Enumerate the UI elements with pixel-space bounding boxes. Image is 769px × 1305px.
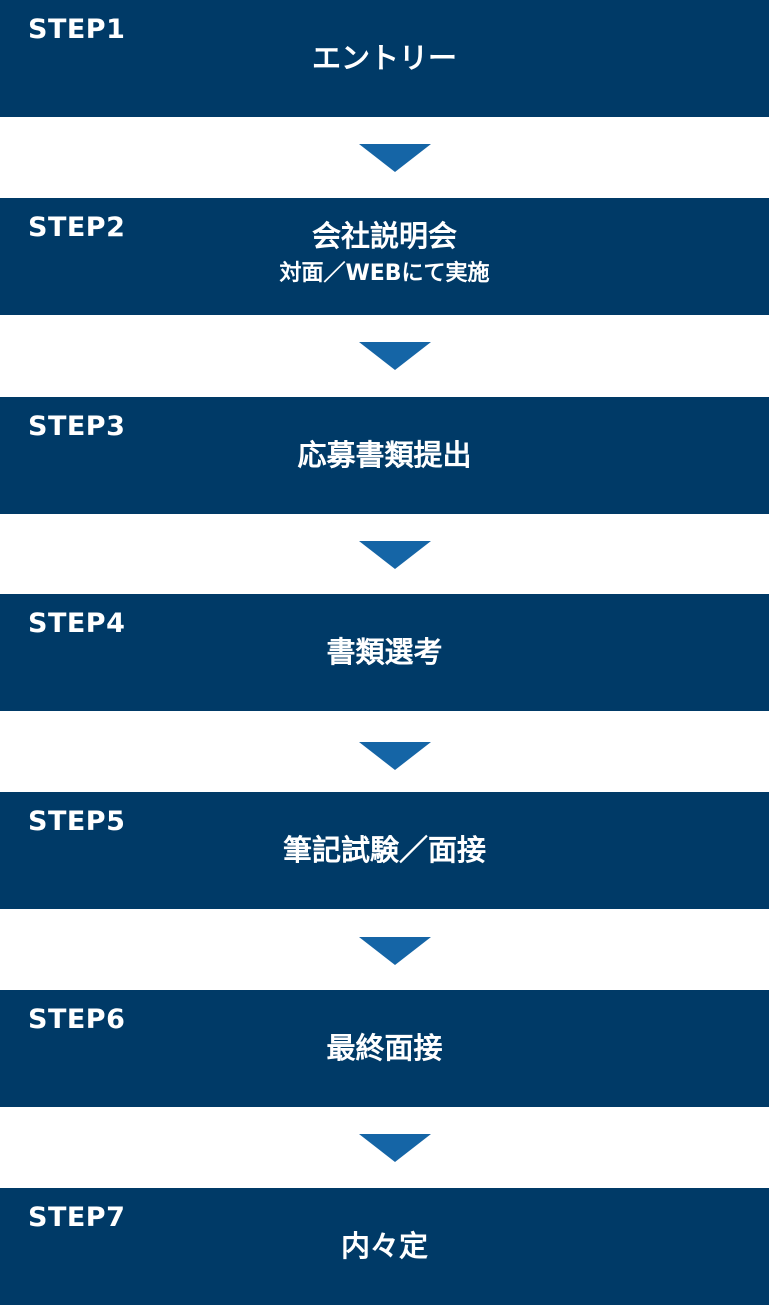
step-5-box: STEP5 筆記試験／面接 [0, 792, 769, 909]
step-title: 応募書類提出 [297, 438, 472, 472]
step-1-box: STEP1 エントリー [0, 0, 769, 117]
down-arrow-icon [359, 144, 431, 172]
step-6-box: STEP6 最終面接 [0, 990, 769, 1107]
step-label: STEP3 [28, 411, 126, 442]
down-arrow-icon [359, 541, 431, 569]
step-label: STEP2 [28, 212, 126, 243]
step-title: 最終面接 [326, 1031, 443, 1065]
step-label: STEP1 [28, 14, 126, 45]
down-arrow-icon [359, 937, 431, 965]
step-subtitle: 対面／WEBにて実施 [279, 261, 490, 286]
step-4-box: STEP4 書類選考 [0, 594, 769, 711]
step-title: エントリー [311, 41, 457, 75]
step-label: STEP4 [28, 608, 126, 639]
step-2-box: STEP2 会社説明会 対面／WEBにて実施 [0, 198, 769, 315]
step-label: STEP7 [28, 1202, 126, 1233]
step-label: STEP6 [28, 1004, 126, 1035]
step-3-box: STEP3 応募書類提出 [0, 397, 769, 514]
step-title: 筆記試験／面接 [282, 833, 486, 867]
step-title: 書類選考 [326, 635, 443, 669]
step-title: 内々定 [340, 1229, 428, 1263]
step-7-box: STEP7 内々定 [0, 1188, 769, 1305]
step-label: STEP5 [28, 806, 126, 837]
down-arrow-icon [359, 742, 431, 770]
down-arrow-icon [359, 1134, 431, 1162]
step-title: 会社説明会 [311, 219, 457, 253]
down-arrow-icon [359, 342, 431, 370]
